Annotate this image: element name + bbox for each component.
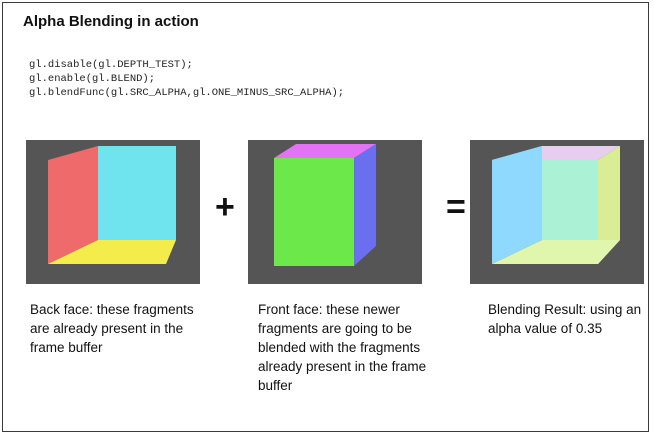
code-block: gl.disable(gl.DEPTH_TEST); gl.enable(gl.…	[29, 58, 344, 100]
back-face-caption: Back face: these fragments are already p…	[30, 302, 194, 355]
code-line: gl.enable(gl.BLEND);	[29, 73, 156, 85]
result-left-wall	[492, 146, 542, 264]
blending-result-image	[470, 140, 644, 284]
diagram-title: Alpha Blending in action	[23, 13, 199, 30]
plus-operator: +	[215, 188, 235, 226]
result-floor	[492, 240, 620, 264]
back-floor	[48, 240, 176, 264]
front-face-caption: Front face: these newer fragments are go…	[258, 302, 427, 393]
result-caption: Blending Result: using an alpha value of…	[488, 302, 642, 336]
front-top-face	[274, 144, 376, 158]
front-main-face	[274, 158, 354, 266]
equals-operator: =	[446, 188, 466, 226]
result-center	[542, 160, 598, 240]
front-face-image	[248, 140, 422, 284]
result-back-tint	[542, 146, 620, 240]
code-line: gl.disable(gl.DEPTH_TEST);	[29, 59, 193, 71]
back-face-image	[26, 140, 200, 284]
code-line: gl.blendFunc(gl.SRC_ALPHA,gl.ONE_MINUS_S…	[29, 87, 345, 99]
back-right-wall	[98, 146, 176, 240]
back-left-wall	[48, 146, 98, 264]
result-right-side	[598, 146, 620, 264]
front-side-face	[354, 144, 376, 266]
